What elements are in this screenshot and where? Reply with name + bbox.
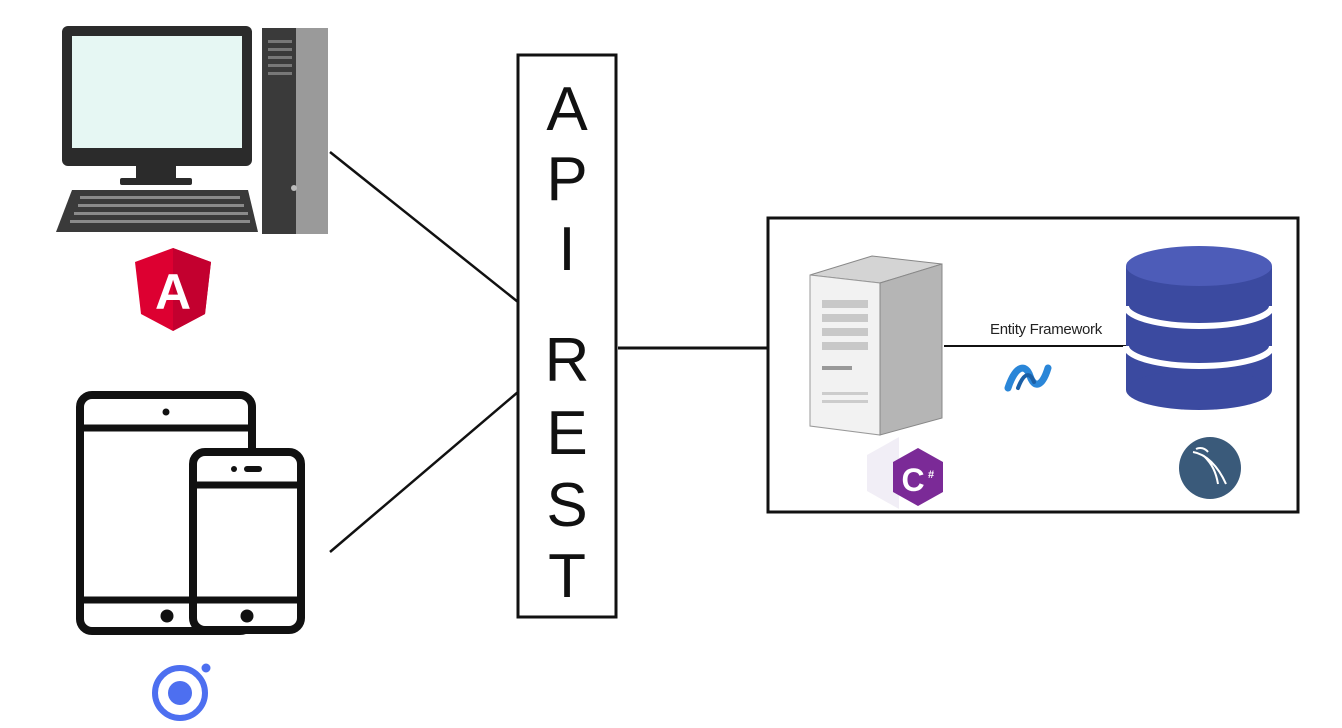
api-letter-p: P xyxy=(546,145,587,214)
api-letter-r: R xyxy=(545,326,590,395)
csharp-logo-letter: C xyxy=(901,462,924,498)
csharp-logo-superscript: # xyxy=(928,469,934,481)
desktop-computer-icon xyxy=(56,26,328,234)
entity-framework-label: Entity Framework xyxy=(990,321,1103,338)
tablet-and-phone-icon xyxy=(76,391,305,635)
mobile-to-api-line xyxy=(329,391,519,553)
api-letter-s: S xyxy=(546,471,587,540)
angular-logo-icon: A xyxy=(135,248,211,331)
mysql-logo-icon xyxy=(1179,437,1241,499)
csharp-logo-icon: C # xyxy=(867,437,943,509)
api-letter-a: A xyxy=(546,75,588,144)
database-icon xyxy=(1123,246,1275,410)
backend-box xyxy=(766,216,1300,514)
api-letter-i: I xyxy=(558,215,575,284)
entity-framework-logo-icon xyxy=(1004,364,1052,392)
server-tower-icon xyxy=(809,255,943,436)
api-rest-box: A P I R E S T xyxy=(516,53,618,619)
api-letter-t: T xyxy=(548,542,586,611)
desktop-to-api-line xyxy=(329,151,519,303)
api-letter-e: E xyxy=(546,399,587,468)
ionic-logo-icon xyxy=(152,660,214,721)
angular-logo-letter: A xyxy=(155,264,191,320)
